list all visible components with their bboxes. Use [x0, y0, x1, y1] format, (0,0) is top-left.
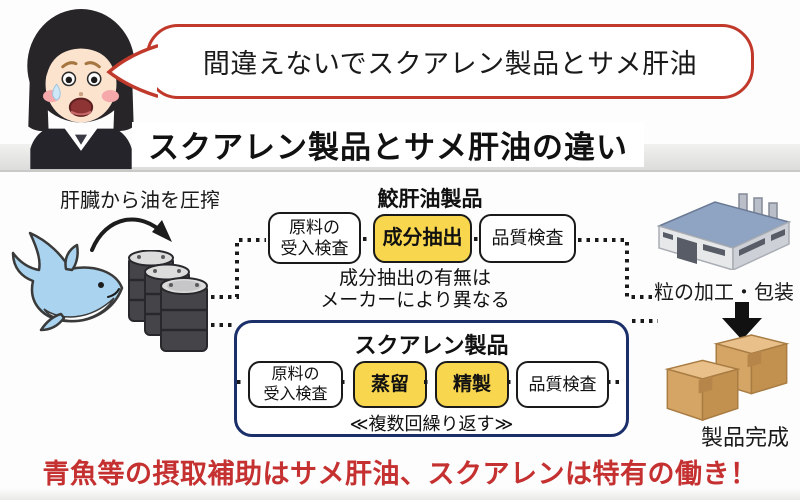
page-title: スクアレン製品とサメ肝油の違い [132, 122, 644, 167]
speech-bubble: 間違えないでスクアレン製品とサメ肝油 [146, 24, 754, 99]
squalene-step-distillation: 蒸留 [353, 361, 427, 408]
extraction-note: 成分抽出の有無は メーカーにより異なる [320, 268, 510, 312]
speech-bubble-tail [106, 44, 158, 98]
bottom-gray-band [0, 488, 800, 500]
worried-woman-illustration [27, 8, 135, 170]
factory-icon [656, 193, 792, 270]
oil-drums-icon [128, 250, 208, 352]
shark-flow-step-extraction: 成分抽出 [373, 214, 472, 263]
connector-shark-flow-to-packaging [578, 238, 655, 299]
product-complete-label: 製品完成 [700, 425, 789, 450]
squalene-step-refining: 精製 [435, 361, 509, 408]
repeat-note: ≪複数回繰り返す≫ [349, 414, 514, 434]
down-arrow-icon [722, 302, 762, 340]
connector-barrels-to-shark-flow [211, 238, 266, 299]
liver-press-label: 肝臓から油を圧搾 [60, 190, 220, 212]
speech-bubble-text: 間違えないでスクアレン製品とサメ肝油 [202, 49, 698, 79]
shark-flow-step-quality-check: 品質検査 [479, 214, 576, 263]
squalene-flow-heading: スクアレン製品 [354, 333, 509, 358]
squalene-step-quality-check: 品質検査 [516, 361, 609, 408]
footer-message: 青魚等の摂取補助はサメ肝油、スクアレンは特有の働き！ [42, 459, 758, 489]
squalene-step-raw-inspection: 原料の 受入検査 [248, 361, 343, 408]
shark-oil-flow-heading: 鮫肝油製品 [377, 188, 483, 211]
shark-flow-step-raw-inspection: 原料の 受入検査 [268, 212, 361, 264]
curved-arrow-icon [90, 217, 172, 252]
box-front [664, 359, 741, 422]
squalene-flow-container: スクアレン製品 原料の 受入検査 蒸留 精製 品質検査 ≪複数回繰り返す≫ [234, 320, 629, 437]
shark-icon [11, 231, 124, 332]
drum-front [160, 277, 208, 352]
cardboard-boxes-icon [664, 334, 790, 422]
granule-processing-label: 粒の加工・包装 [654, 282, 794, 304]
